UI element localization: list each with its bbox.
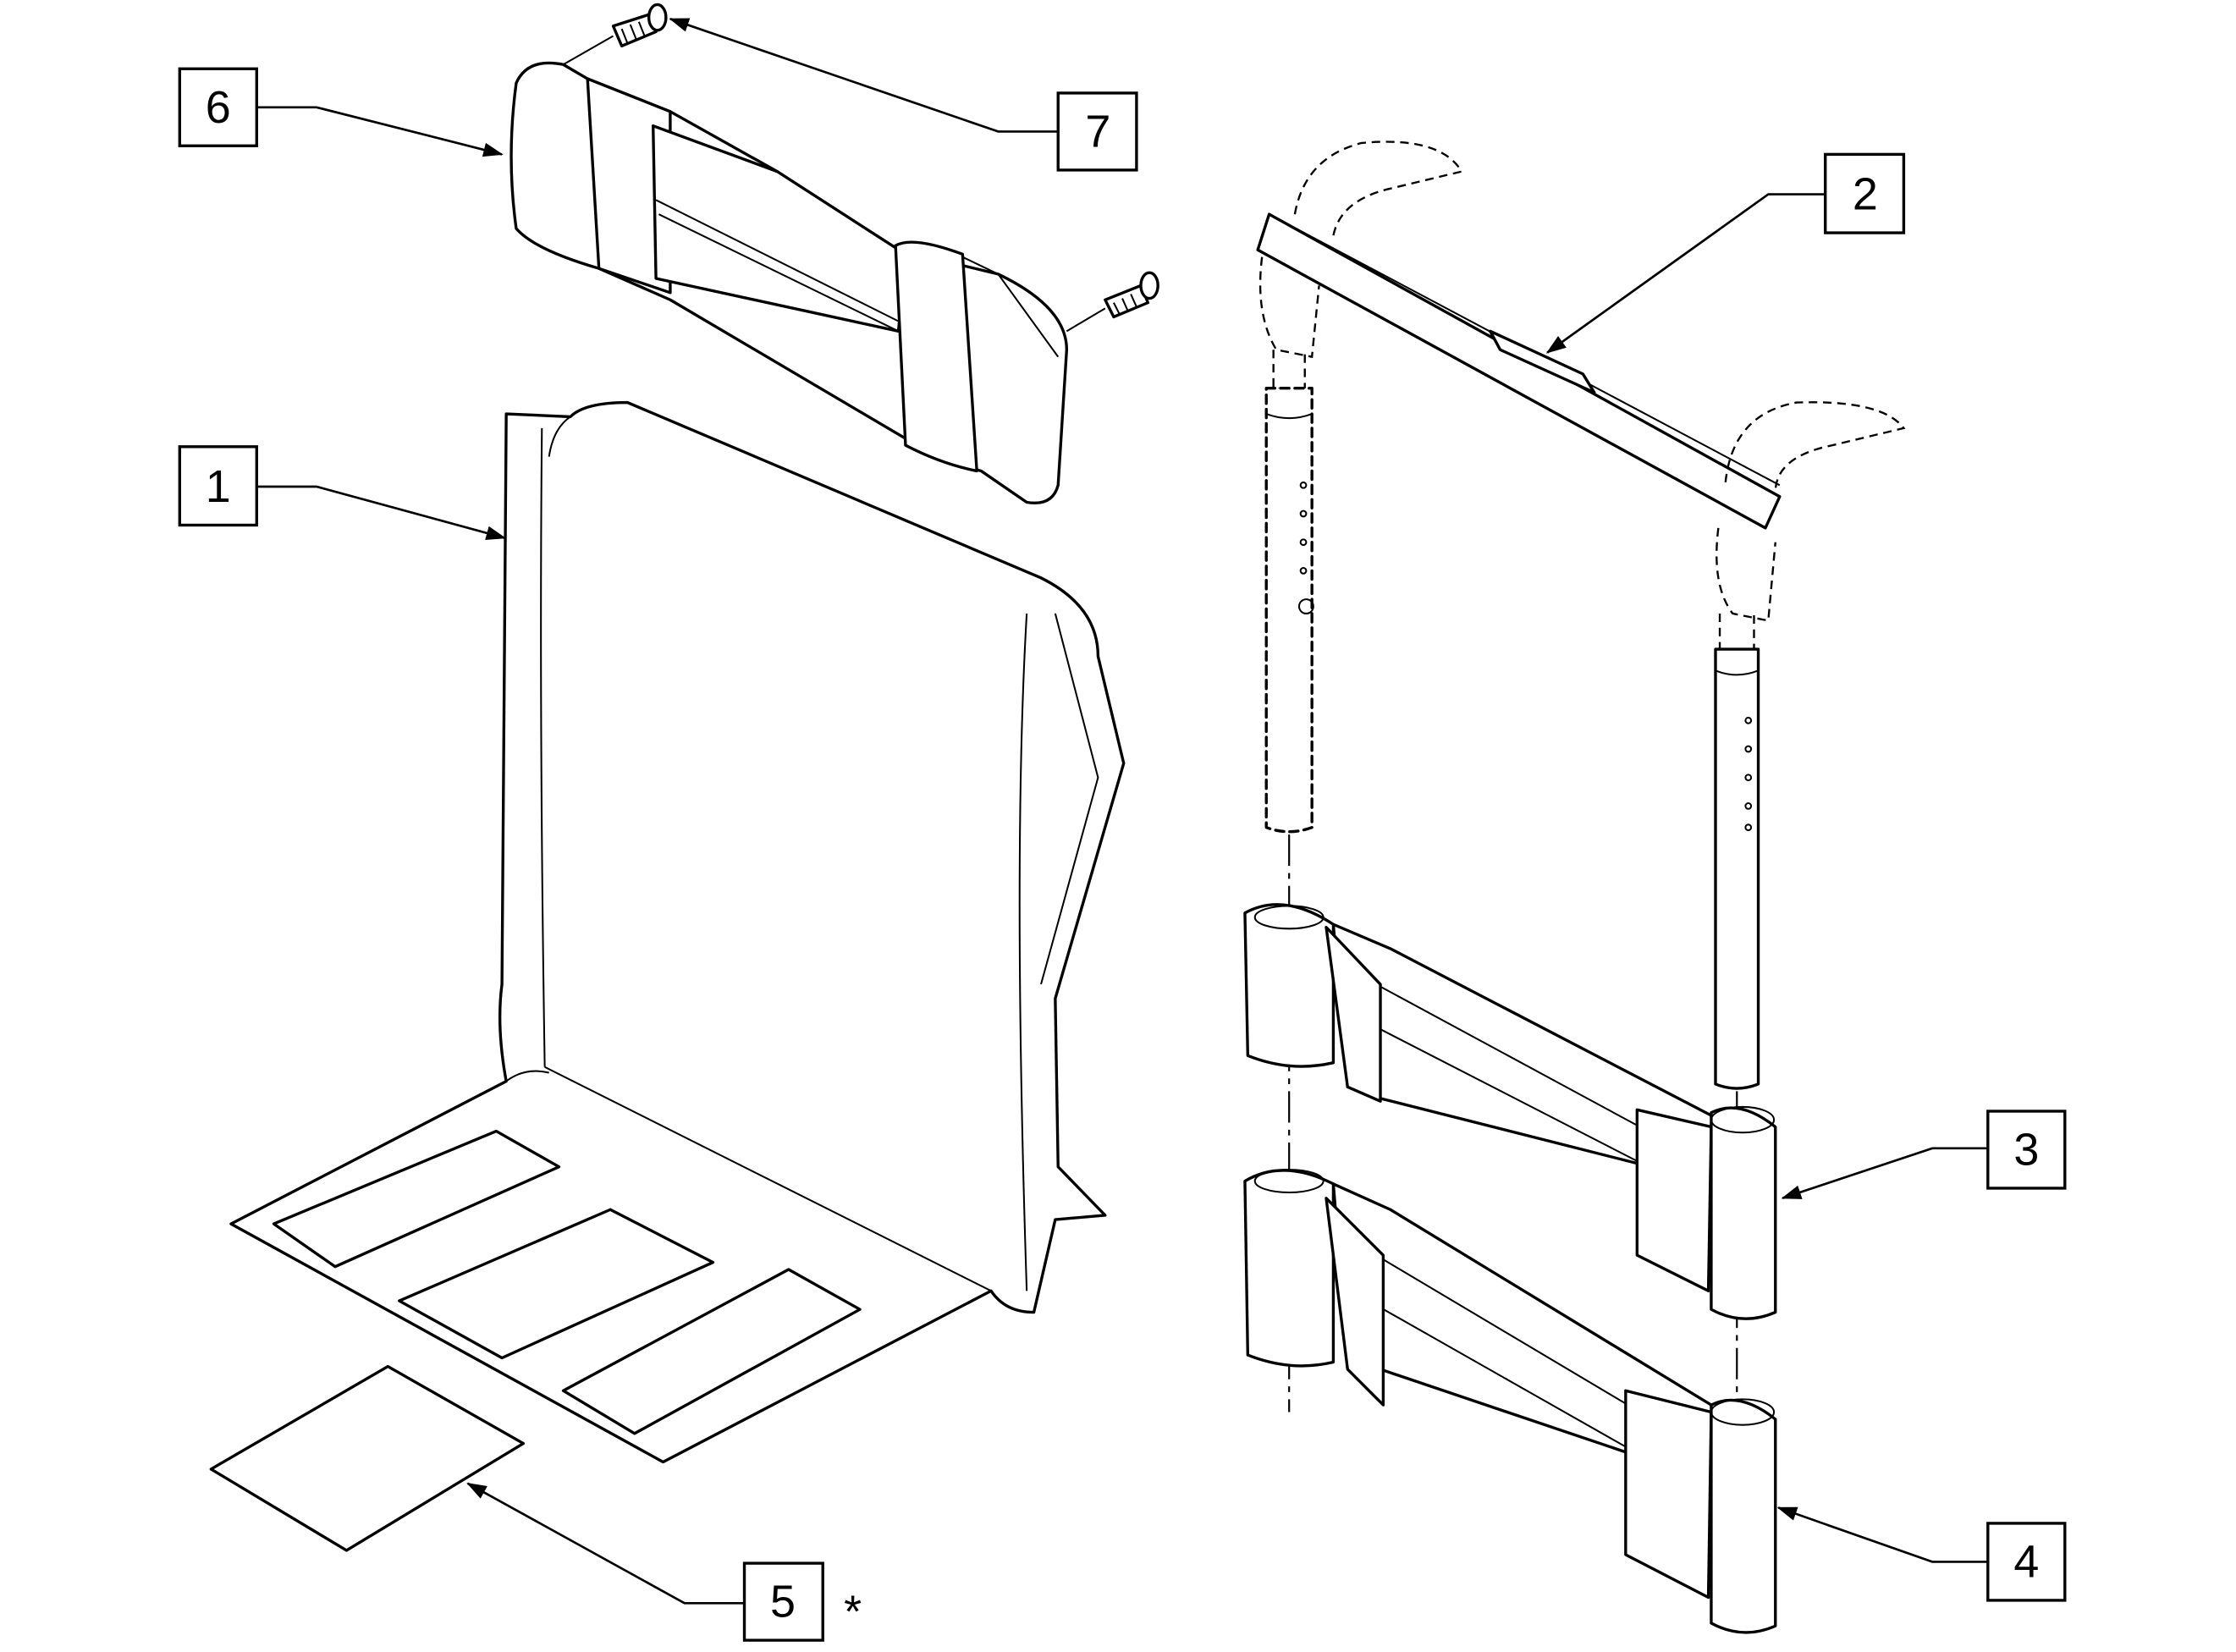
- callout-5: 5 *: [466, 1482, 862, 1642]
- callout-label: 7: [1085, 106, 1110, 157]
- lower-arm-strap: [1243, 1169, 1777, 1634]
- callout-2: 2: [1545, 152, 1906, 354]
- back-upholstery: [229, 400, 1126, 1464]
- callout-label: 6: [206, 82, 231, 133]
- upper-arm-strap: [1243, 903, 1777, 1320]
- callout-label: 1: [206, 461, 231, 512]
- screw-right: [1066, 271, 1159, 333]
- armrest-assembly: [1256, 140, 1906, 1090]
- callout-label: 2: [1853, 169, 1878, 220]
- headrest-pad: [509, 61, 1069, 504]
- callout-3: 3: [1781, 1110, 2067, 1200]
- callout-label: 5: [770, 1577, 796, 1627]
- callout-label: 3: [2013, 1124, 2039, 1175]
- callout-label: 4: [2013, 1536, 2039, 1587]
- callout-4: 4: [1776, 1506, 2067, 1602]
- callout-asterisk-note: *: [844, 1586, 862, 1637]
- callout-7: 7: [669, 18, 1138, 172]
- screw-top: [563, 3, 668, 66]
- callout-6: 6: [178, 67, 504, 157]
- label-sheet: [209, 1364, 526, 1552]
- callout-1: 1: [178, 445, 507, 541]
